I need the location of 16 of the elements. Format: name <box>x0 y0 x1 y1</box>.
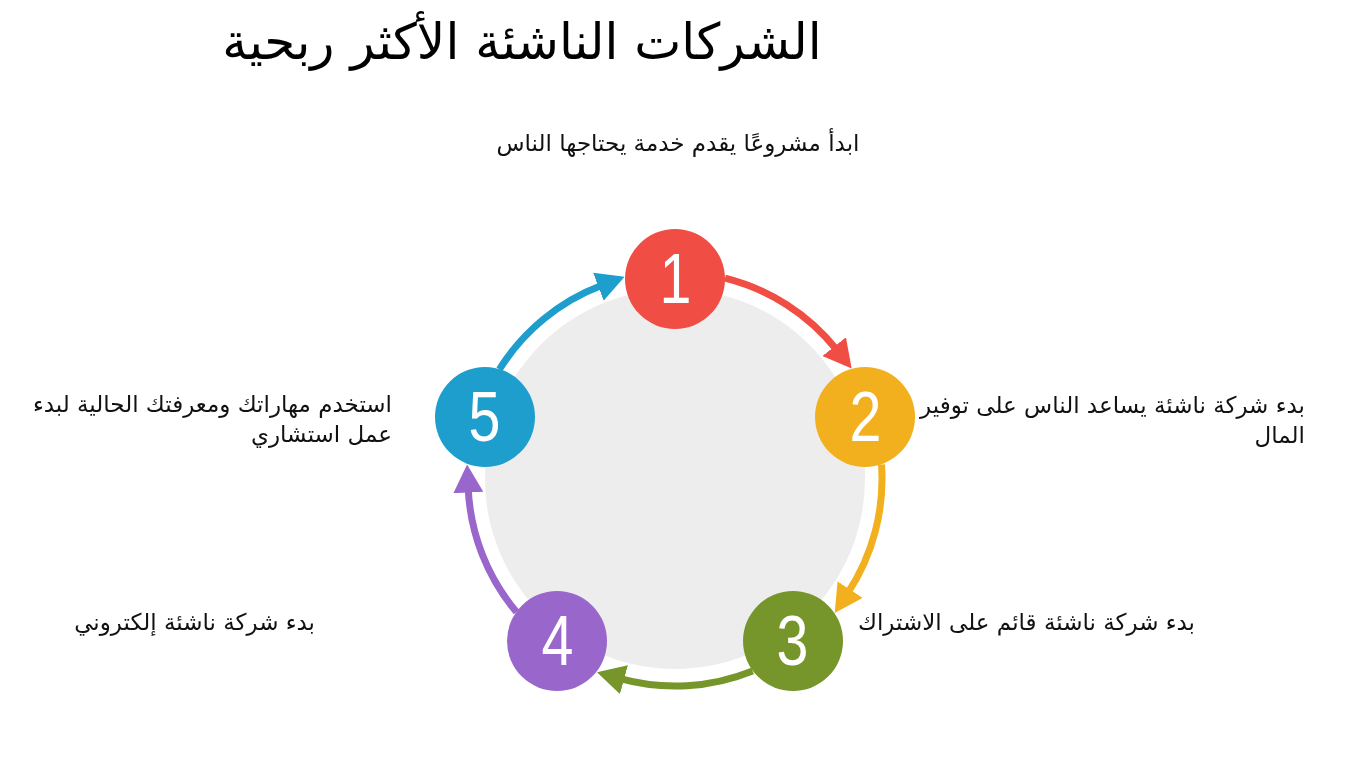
step-description: بدء شركة ناشئة قائم على الاشتراك <box>858 608 1195 637</box>
step-description: بدء شركة ناشئة إلكتروني <box>74 608 315 637</box>
numbered-circle: 5 <box>434 367 535 468</box>
arrow <box>596 664 754 695</box>
numbered-circle: 1 <box>625 229 725 329</box>
arrow <box>496 273 625 372</box>
step-description: بدء شركة ناشئة يساعد الناس على توفير المال <box>918 391 1305 450</box>
step-description: ابدأ مشروعًا يقدم خدمة يحتاجها الناس <box>496 128 860 158</box>
title: الشركات الناشئة الأكثر ربحية <box>222 12 822 72</box>
numbered-circle: 2 <box>815 367 916 468</box>
arrow <box>723 274 853 368</box>
arrow <box>835 464 886 614</box>
numbered-circle: 3 <box>742 590 843 691</box>
arrow <box>453 464 520 615</box>
step-description: استخدم مهاراتك ومعرفتك الحالية لبدء عمل استشاري <box>31 390 392 449</box>
numbered-circle: 4 <box>507 590 608 691</box>
